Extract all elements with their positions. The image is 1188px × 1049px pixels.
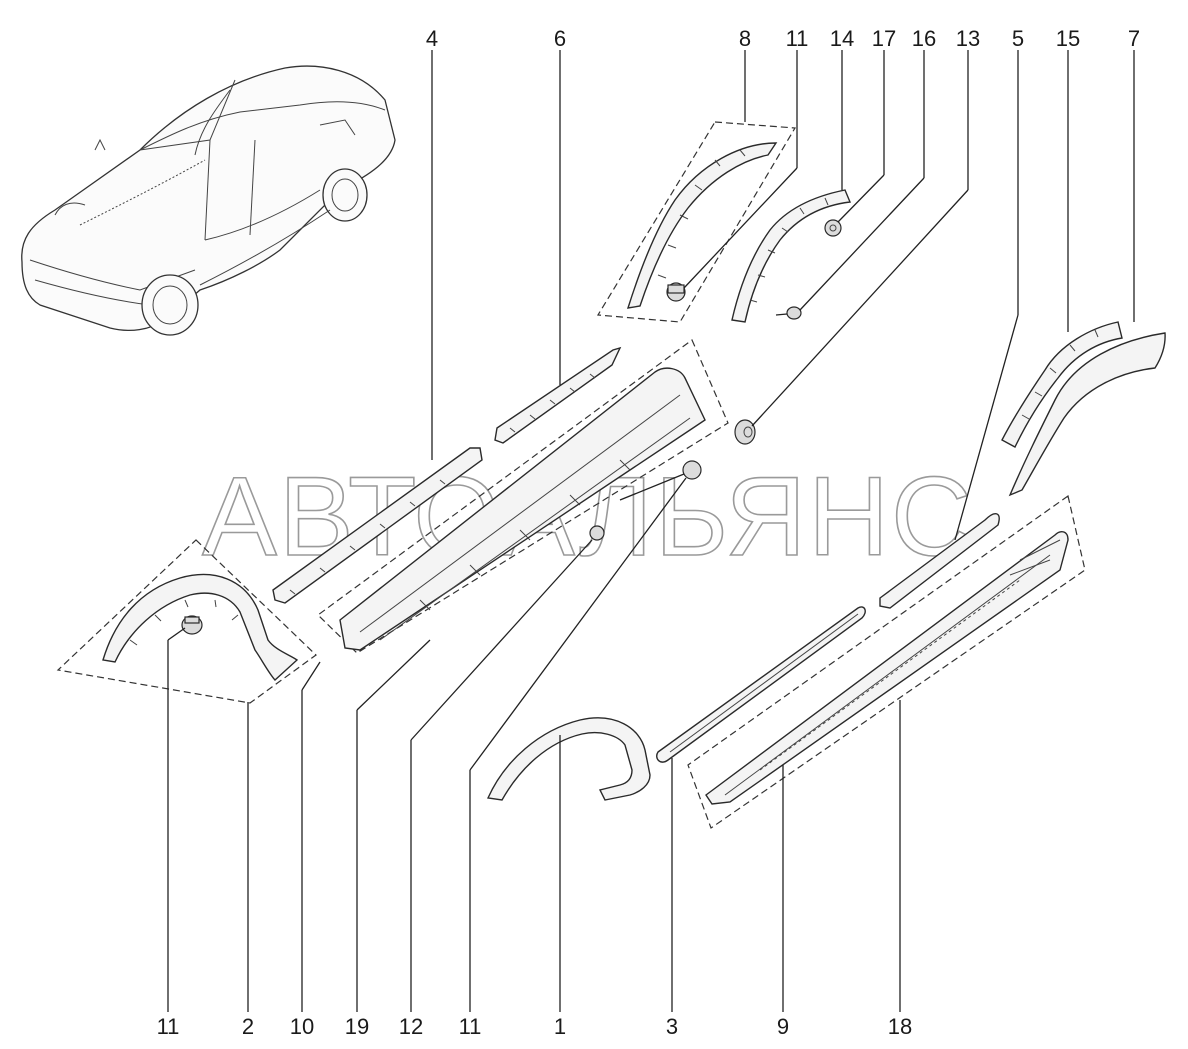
- part-13-washer: [734, 419, 756, 445]
- group-outline-8: [596, 121, 797, 323]
- callout-label: 1: [554, 1014, 566, 1039]
- part-11-clip-front: [181, 615, 203, 635]
- callout-label: 18: [888, 1014, 912, 1039]
- part-19-sill-cover: [339, 367, 706, 651]
- callout-label: 15: [1056, 26, 1080, 51]
- part-17-nut: [824, 219, 842, 237]
- labels-bottom: 11 2 10 19 12 11 1 3 9 18: [157, 1014, 913, 1039]
- part-15-rear-strip: [1001, 321, 1123, 448]
- callout-label: 12: [399, 1014, 423, 1039]
- labels-top: 4 6 8 11 14 17 16 13 5 15 7: [426, 26, 1140, 51]
- part-11-clip-sill: [619, 460, 702, 501]
- part-8-arch-trim: [626, 142, 778, 309]
- part-5-rear-moulding: [879, 513, 1000, 609]
- part-6-door-moulding: [494, 346, 622, 444]
- car-overview-illustration: [21, 65, 396, 336]
- callout-label: 11: [459, 1014, 482, 1039]
- callout-label: 10: [290, 1014, 314, 1039]
- callout-label: 7: [1128, 26, 1140, 51]
- callout-label: 11: [786, 26, 809, 51]
- group-outline-2: [56, 539, 317, 704]
- callout-label: 11: [157, 1014, 180, 1039]
- callout-label: 16: [912, 26, 936, 51]
- callout-label: 9: [777, 1014, 789, 1039]
- part-2-front-arch: [102, 573, 299, 681]
- part-18-rocker-moulding: [705, 531, 1069, 805]
- callout-label: 17: [872, 26, 896, 51]
- part-7-rear-arch: [1008, 332, 1166, 497]
- callout-label: 2: [242, 1014, 254, 1039]
- callout-label: 3: [666, 1014, 678, 1039]
- callout-label: 19: [345, 1014, 369, 1039]
- part-11-clip-upper: [666, 282, 686, 302]
- group-outline-18: [687, 494, 1086, 829]
- part-14-liner-strip: [731, 189, 852, 323]
- callout-label: 13: [956, 26, 980, 51]
- group-outline-19: [317, 339, 729, 654]
- callout-label: 8: [739, 26, 751, 51]
- part-3-side-moulding: [656, 606, 866, 763]
- part-12-clip: [589, 525, 605, 541]
- part-1-arch-trim: [486, 717, 651, 801]
- part-16-screw: [775, 306, 802, 320]
- callout-label: 4: [426, 26, 438, 51]
- leader-lines: [167, 50, 1135, 1012]
- callout-label: 14: [830, 26, 854, 51]
- callout-label: 5: [1012, 26, 1024, 51]
- callout-label: 6: [554, 26, 566, 51]
- part-4-door-moulding: [272, 447, 483, 604]
